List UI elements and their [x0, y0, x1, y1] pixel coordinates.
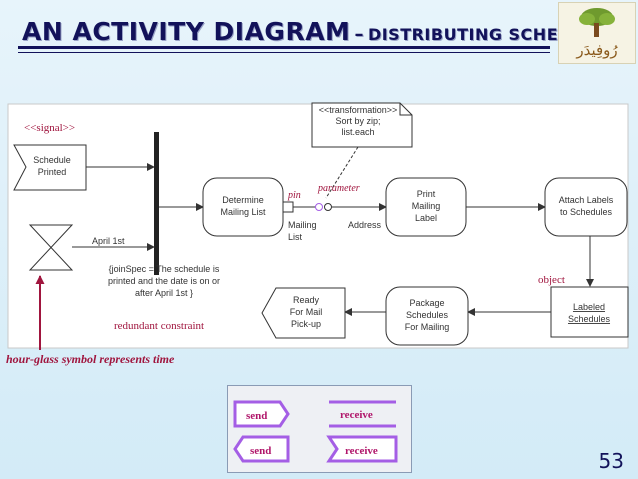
action-print-line-2: Mailing	[412, 201, 441, 211]
signal-node-line-2: Printed	[38, 167, 67, 177]
annotation-hourglass: hour-glass symbol represents time	[6, 352, 175, 366]
action-package-line-2: Schedules	[406, 310, 449, 320]
action-print-line-3: Label	[415, 213, 437, 223]
join-spec-line-2: printed and the date is on or	[108, 276, 220, 286]
title-main: AN ACTIVITY DIAGRAM	[22, 17, 351, 46]
action-determine-line-1: Determine	[222, 195, 264, 205]
signal-node-schedule-printed: Schedule Printed	[13, 144, 87, 191]
legend-send-1: send	[246, 410, 267, 422]
action-package-line-3: For Mailing	[405, 322, 450, 332]
parameter-dot-2	[324, 203, 332, 211]
annotation-redundant-constraint: redundant constraint	[114, 320, 204, 332]
action-package-schedules: Package Schedules For Mailing	[385, 286, 469, 346]
action-print-mailing-label: Print Mailing Label	[385, 177, 467, 237]
legend-send-shape	[233, 400, 290, 428]
hourglass-icon	[28, 224, 74, 271]
send-signal-line-1: Ready	[293, 295, 320, 305]
legend-send-shape-2	[233, 435, 290, 463]
annotation-pin: pin	[287, 190, 301, 201]
legend-box: send receive send receive	[227, 385, 412, 473]
note-line-1: <<transformation>>	[319, 105, 398, 115]
legend-receive-2: receive	[345, 445, 378, 457]
object-labeled-schedules: Labeled Schedules	[550, 286, 629, 338]
legend-receive-shape-2	[326, 435, 398, 463]
action-package-line-1: Package	[409, 298, 444, 308]
logo: رُوفِيدَر	[558, 2, 636, 64]
action-determine-mailing-list: Determine Mailing List	[202, 177, 284, 237]
action-determine-line-2: Mailing List	[220, 207, 266, 217]
time-event-label: April 1st	[92, 236, 125, 246]
note-line-2: Sort by zip;	[335, 116, 380, 126]
title-dash: –	[354, 24, 364, 45]
annotation-parameter: parameter	[317, 183, 360, 194]
tree-icon: رُوفِيدَر	[575, 8, 618, 59]
pin-output-label-2: List	[288, 232, 303, 242]
logo-text: رُوفِيدَر	[575, 41, 617, 59]
parameter-dot-1	[315, 203, 323, 211]
join-spec-line-1: {joinSpec = The schedule is	[109, 264, 220, 274]
action-attach-labels: Attach Labels to Schedules	[544, 177, 628, 237]
slide-number: 53	[598, 449, 624, 473]
object-line-1: Labeled	[573, 302, 605, 312]
legend-receive-1: receive	[340, 409, 373, 421]
legend-receive-shape-1	[329, 400, 396, 428]
pin-input-label: Address	[348, 220, 382, 230]
slide-title: AN ACTIVITY DIAGRAM–DISTRIBUTING SCHEDUL…	[22, 10, 620, 48]
action-attach-line-2: to Schedules	[560, 207, 613, 217]
legend-send-2: send	[250, 445, 271, 457]
object-line-2: Schedules	[568, 314, 611, 324]
output-pin	[282, 201, 294, 213]
action-attach-line-1: Attach Labels	[559, 195, 614, 205]
note-line-3: list.each	[341, 127, 374, 137]
send-signal-line-3: Pick-up	[291, 319, 321, 329]
annotation-object: object	[538, 274, 565, 286]
join-spec-line-3: after April 1st }	[135, 288, 193, 298]
send-signal-ready-for-pickup: Ready For Mail Pick-up	[261, 287, 346, 339]
signal-node-line-1: Schedule	[33, 155, 71, 165]
note-anchor-line	[325, 146, 359, 199]
send-signal-line-2: For Mail	[290, 307, 323, 317]
legend-graphic: send receive send receive	[233, 400, 398, 463]
signal-stereotype: <<signal>>	[24, 122, 75, 134]
action-print-line-1: Print	[417, 189, 436, 199]
pin-output-label-1: Mailing	[288, 220, 317, 230]
transformation-note: <<transformation>> Sort by zip; list.eac…	[311, 102, 413, 148]
join-bar	[154, 132, 159, 275]
title-underline	[18, 46, 550, 49]
title-sub: DISTRIBUTING SCHEDULES	[367, 25, 620, 44]
title-underline-thin	[18, 52, 550, 53]
